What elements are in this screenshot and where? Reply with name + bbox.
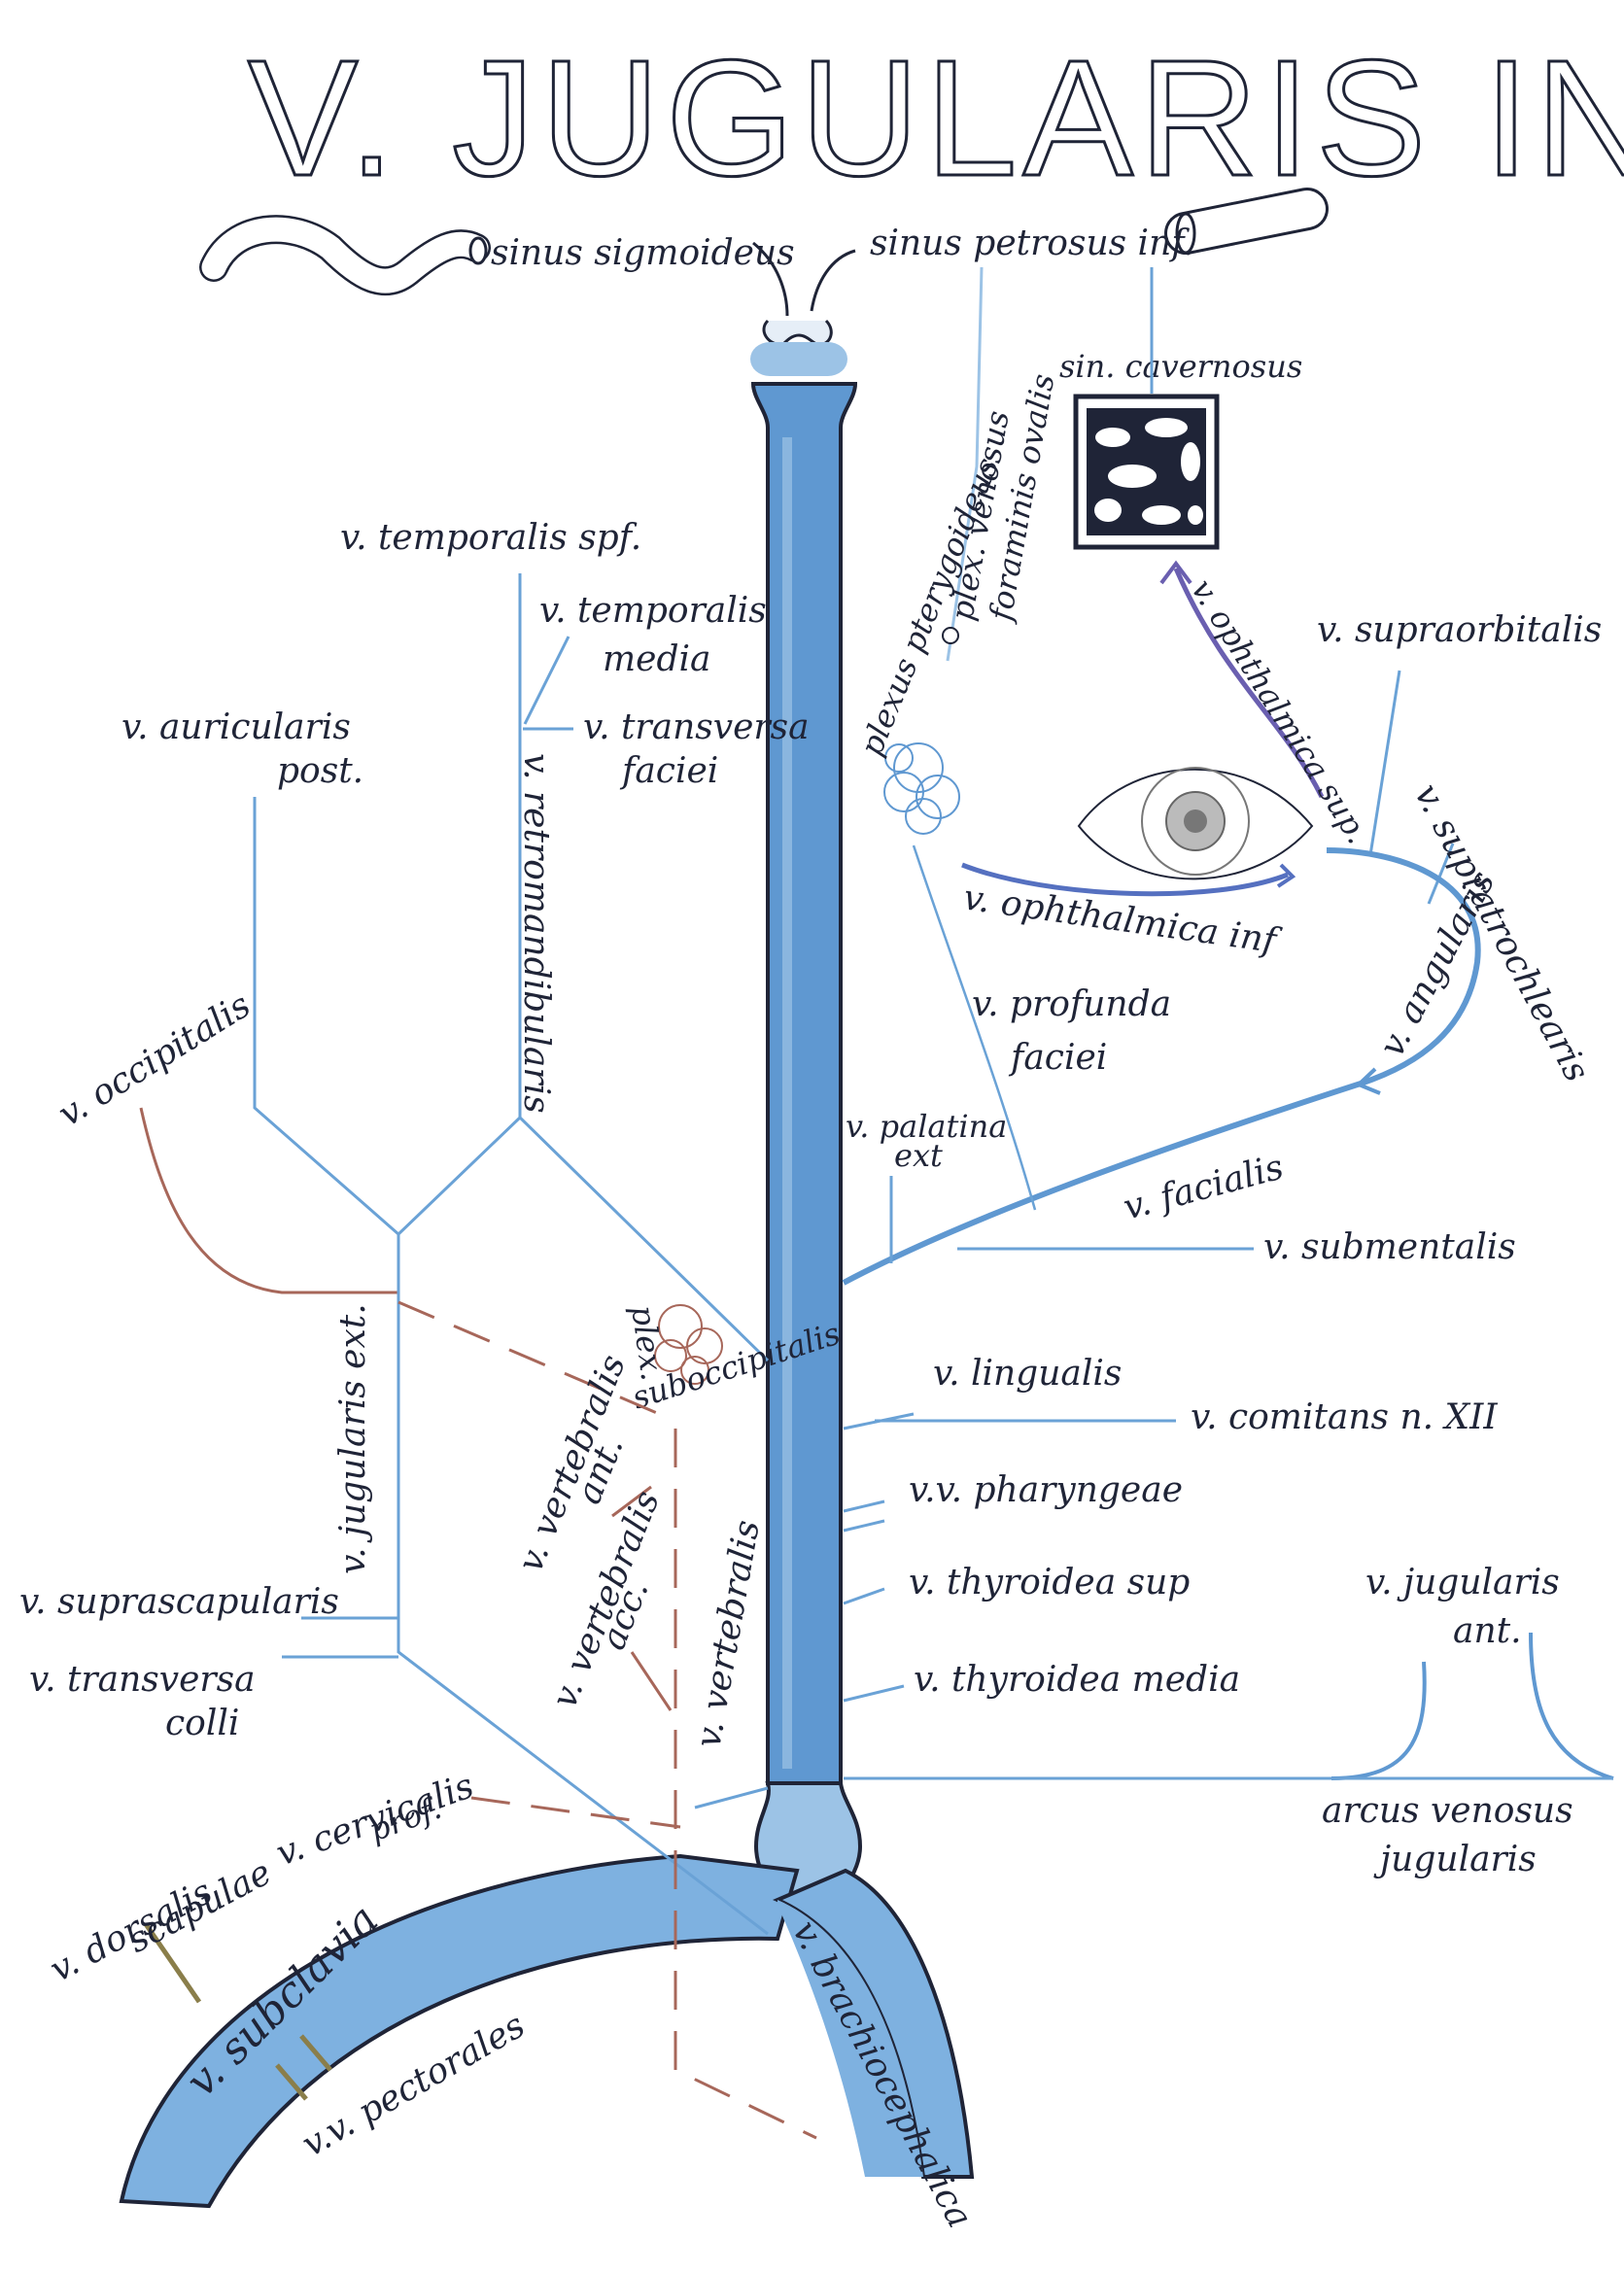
label-v-jugularis-ext: v. jugularis ext. <box>333 1303 373 1574</box>
v-ophthalmica-sup-line <box>1173 568 1325 799</box>
v-vertebralis-ant-dashed <box>397 1300 672 1421</box>
v-dorsalis-scapulae-line <box>143 1922 202 2004</box>
plexus-pterygoideus-scribble <box>883 742 960 835</box>
label-v-angularis: v. angularis <box>1372 865 1503 1064</box>
label-v-temporalis-spf: v. temporalis spf. <box>340 518 641 558</box>
vv-pharyngeae-line-2 <box>843 1519 885 1533</box>
bulbus-superior <box>750 342 847 376</box>
vv-pectorales-line-2 <box>275 2063 308 2101</box>
label-v-transversa-colli-1: v. transversa <box>29 1660 256 1700</box>
label-vv-pharyngeae: v.v. pharyngeae <box>909 1470 1183 1510</box>
vv-pectorales-line-1 <box>299 2034 332 2072</box>
v-vertebralis-acc-line <box>630 1651 673 1711</box>
label-arcus-1: arcus venosus <box>1322 1791 1573 1831</box>
label-v-vertebralis: v. vertebralis <box>688 1517 767 1750</box>
sinus-sigmoideus-shape <box>199 215 491 295</box>
label-sin-cavernosus: sin. cavernosus <box>1059 348 1302 385</box>
label-v-profunda-2: faciei <box>1008 1038 1107 1078</box>
label-arcus-2: jugularis <box>1373 1840 1537 1879</box>
label-v-occipitalis: v. occipitalis <box>52 985 258 1135</box>
label-v-retromandibularis: v. retromandibularis <box>516 753 556 1114</box>
arrow-from-sigmoid <box>752 241 789 317</box>
label-v-suprascapularis: v. suprascapularis <box>19 1582 339 1622</box>
v-subclavia-shape <box>119 1853 800 2209</box>
v-jugularis-ant-right <box>1529 1632 1614 1780</box>
label-v-thyroidea-sup: v. thyroidea sup <box>909 1563 1190 1602</box>
label-v-transversa-faciei-1: v. transversa <box>583 707 810 747</box>
v-facialis-line <box>842 1081 1362 1286</box>
label-plexus-pterygoideus: plexus pterygoideus <box>852 453 1006 761</box>
label-v-thyroidea-media: v. thyroidea media <box>914 1660 1240 1700</box>
page-title: V. JUGULARIS INT <box>248 26 1624 211</box>
sinus-petrosus-shape <box>1164 188 1329 255</box>
v-cervicalis-prof-dashed <box>470 1796 681 1829</box>
v-thyroidea-sup-line <box>843 1587 885 1605</box>
v-angularis-line <box>1326 847 1481 1086</box>
label-v-jugularis-ant-1: v. jugularis <box>1365 1563 1560 1602</box>
v-profunda-faciei-line <box>912 844 1037 1211</box>
label-v-auricularis-1: v. auricularis <box>121 707 351 747</box>
v-cervicalis-line <box>694 1786 769 1809</box>
label-v-lingualis: v. lingualis <box>933 1354 1122 1394</box>
v-thyroidea-media-line <box>843 1684 905 1703</box>
label-v-transversa-colli-2: colli <box>165 1704 239 1743</box>
label-v-palatina-2: ext <box>894 1137 943 1174</box>
v-occipitalis-line <box>139 1107 398 1294</box>
v-supraorbitalis-line <box>1368 670 1401 856</box>
label-v-supraorbitalis: v. supraorbitalis <box>1317 610 1602 650</box>
v-jugularis-ant-left <box>1330 1661 1427 1780</box>
jugular-foramen <box>762 319 833 347</box>
label-v-comitans: v. comitans n. XII <box>1191 1397 1498 1437</box>
label-v-temporalis-media-2: media <box>603 639 710 679</box>
vv-pharyngeae-line-1 <box>843 1499 885 1513</box>
eye <box>1077 767 1314 880</box>
v-vertebralis-dashed <box>674 1429 817 2140</box>
sinus-cavernosus-box <box>1073 394 1220 550</box>
v-vertebralis-ant-line <box>611 1485 652 1518</box>
label-v-transversa-faciei-2: faciei <box>619 751 718 791</box>
v-jugularis-interna <box>750 382 858 1785</box>
v-auricularis-post-line <box>253 797 522 1237</box>
v-temporalis-media-line <box>523 636 570 725</box>
arrow-from-petrosus <box>810 249 856 312</box>
v-jugularis-ext-line <box>397 1234 769 1936</box>
v-brachiocephalica-shape <box>772 1868 975 2179</box>
label-v-palatina-1: v. palatina <box>846 1108 1007 1145</box>
label-sinus-sigmoideus: sinus sigmoideus <box>491 233 795 273</box>
v-ophthalmica-inf-line <box>961 862 1289 897</box>
label-sinus-petrosus-inf: sinus petrosus inf. <box>870 224 1194 263</box>
label-v-submentalis: v. submentalis <box>1263 1227 1516 1267</box>
label-v-ophthalmica-inf: v. ophthalmica inf <box>961 878 1284 962</box>
label-v-jugularis-ant-2: ant. <box>1453 1611 1522 1651</box>
plexus-suboccipitalis-scribble <box>654 1304 723 1385</box>
label-v-temporalis-media-1: v. temporalis <box>539 591 767 631</box>
v-supratrochlearis-line <box>1427 843 1455 905</box>
label-v-auricularis-2: post. <box>277 751 363 791</box>
line-plexus-foraminis <box>946 266 984 662</box>
v-retromandibularis-line <box>518 739 770 1362</box>
label-v-profunda-1: v. profunda <box>972 984 1171 1024</box>
